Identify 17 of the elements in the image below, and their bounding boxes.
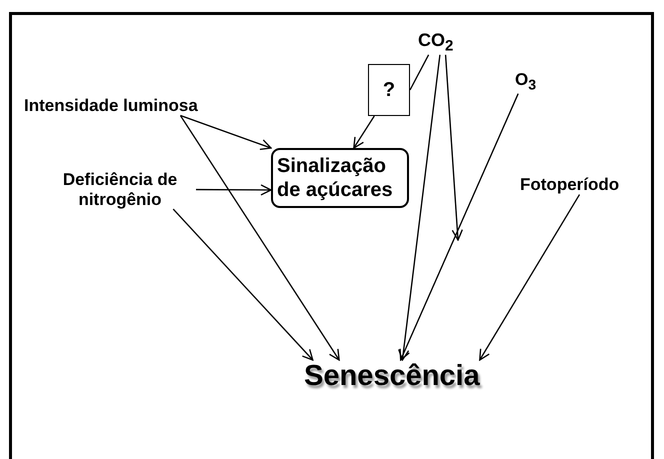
factor-label: Intensidade luminosa	[24, 96, 198, 116]
outcome-label: Senescência	[304, 360, 480, 394]
arrow	[172, 208, 314, 361]
factor-label: O$_{3}$	[515, 70, 536, 94]
factor-label: Fotoperíodo	[520, 175, 620, 195]
arrow	[399, 93, 519, 361]
arrow	[353, 116, 375, 149]
arrow	[444, 54, 463, 241]
arrow	[196, 184, 272, 196]
arrow	[180, 115, 340, 361]
arrow	[180, 114, 272, 150]
process-box: Sinalização de açúcares	[271, 148, 409, 208]
question-box: ?	[368, 64, 410, 116]
arrow	[479, 194, 580, 361]
arrow	[398, 54, 441, 361]
factor-label: CO$_{2}$	[418, 30, 454, 55]
factor-label: Deficiência de nitrogênio	[44, 170, 196, 210]
